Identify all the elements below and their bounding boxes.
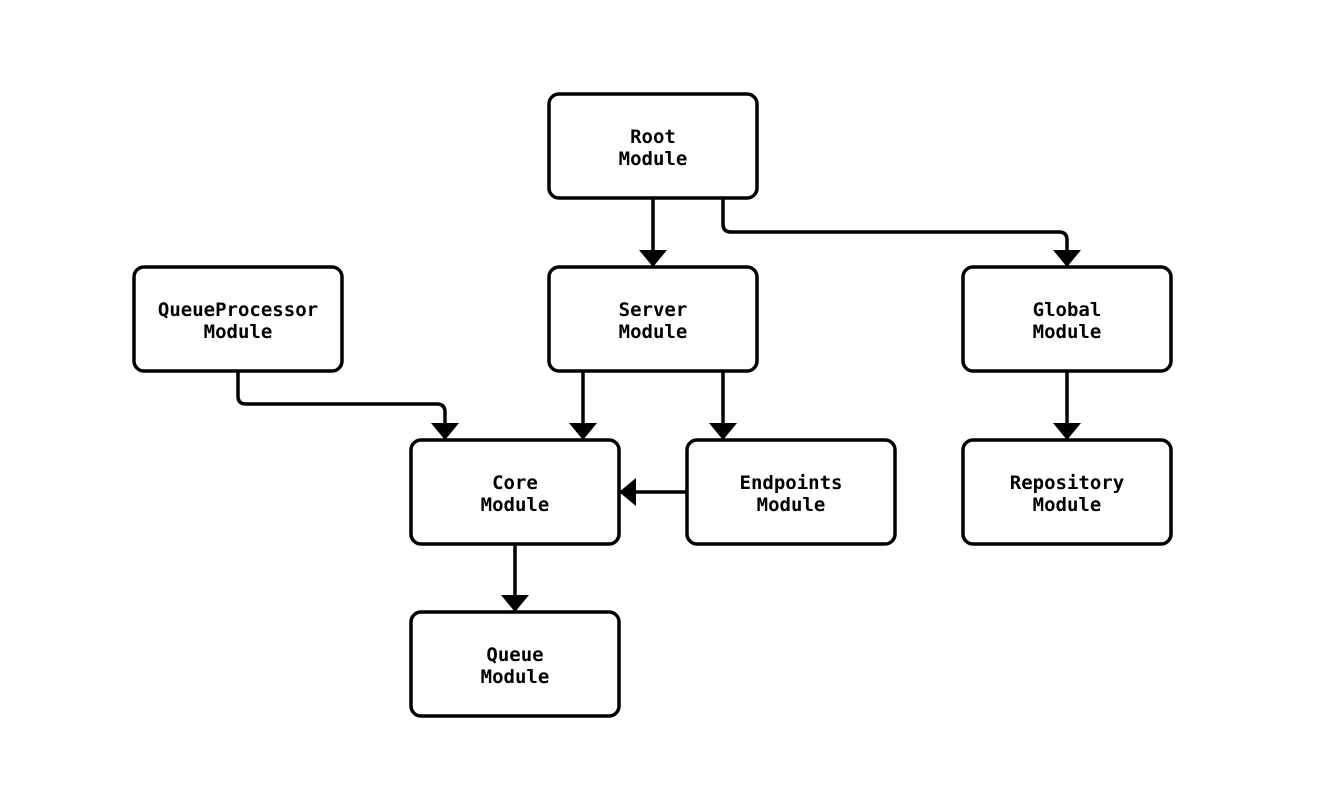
node-endpoints-label-line2: Module — [757, 494, 826, 516]
node-root-label-line2: Module — [619, 148, 688, 170]
node-global-label-line1: Global — [1033, 299, 1102, 321]
node-root-label-line1: Root — [630, 126, 676, 148]
node-root-box — [547, 92, 759, 200]
node-core-box — [409, 438, 621, 546]
edge-layer — [236, 198, 1081, 612]
node-repository-box — [961, 438, 1173, 546]
node-core-label-line2: Module — [481, 494, 550, 516]
node-repository-label-line1: Repository — [1010, 472, 1124, 494]
node-core-label-line1: Core — [492, 472, 538, 494]
node-queueprocessor-label-line2: Module — [204, 321, 273, 343]
node-layer: RootModuleQueueProcessorModuleServerModu… — [132, 92, 1173, 718]
node-endpoints-box — [685, 438, 897, 546]
node-server-box — [547, 265, 759, 373]
node-queue-box — [409, 610, 621, 718]
node-server-label-line1: Server — [619, 299, 688, 321]
node-endpoints-label-line1: Endpoints — [740, 472, 843, 494]
edge-queueprocessor-to-core — [236, 371, 459, 440]
node-global-box — [961, 265, 1173, 373]
node-queue-label-line2: Module — [481, 666, 550, 688]
node-queue-label-line1: Queue — [486, 644, 543, 666]
node-repository-label-line2: Module — [1033, 494, 1102, 516]
node-server-label-line2: Module — [619, 321, 688, 343]
node-queueprocessor-box — [132, 265, 344, 373]
node-global-label-line2: Module — [1033, 321, 1102, 343]
node-queueprocessor-label-line1: QueueProcessor — [158, 299, 318, 321]
edge-root-to-global — [721, 198, 1081, 267]
